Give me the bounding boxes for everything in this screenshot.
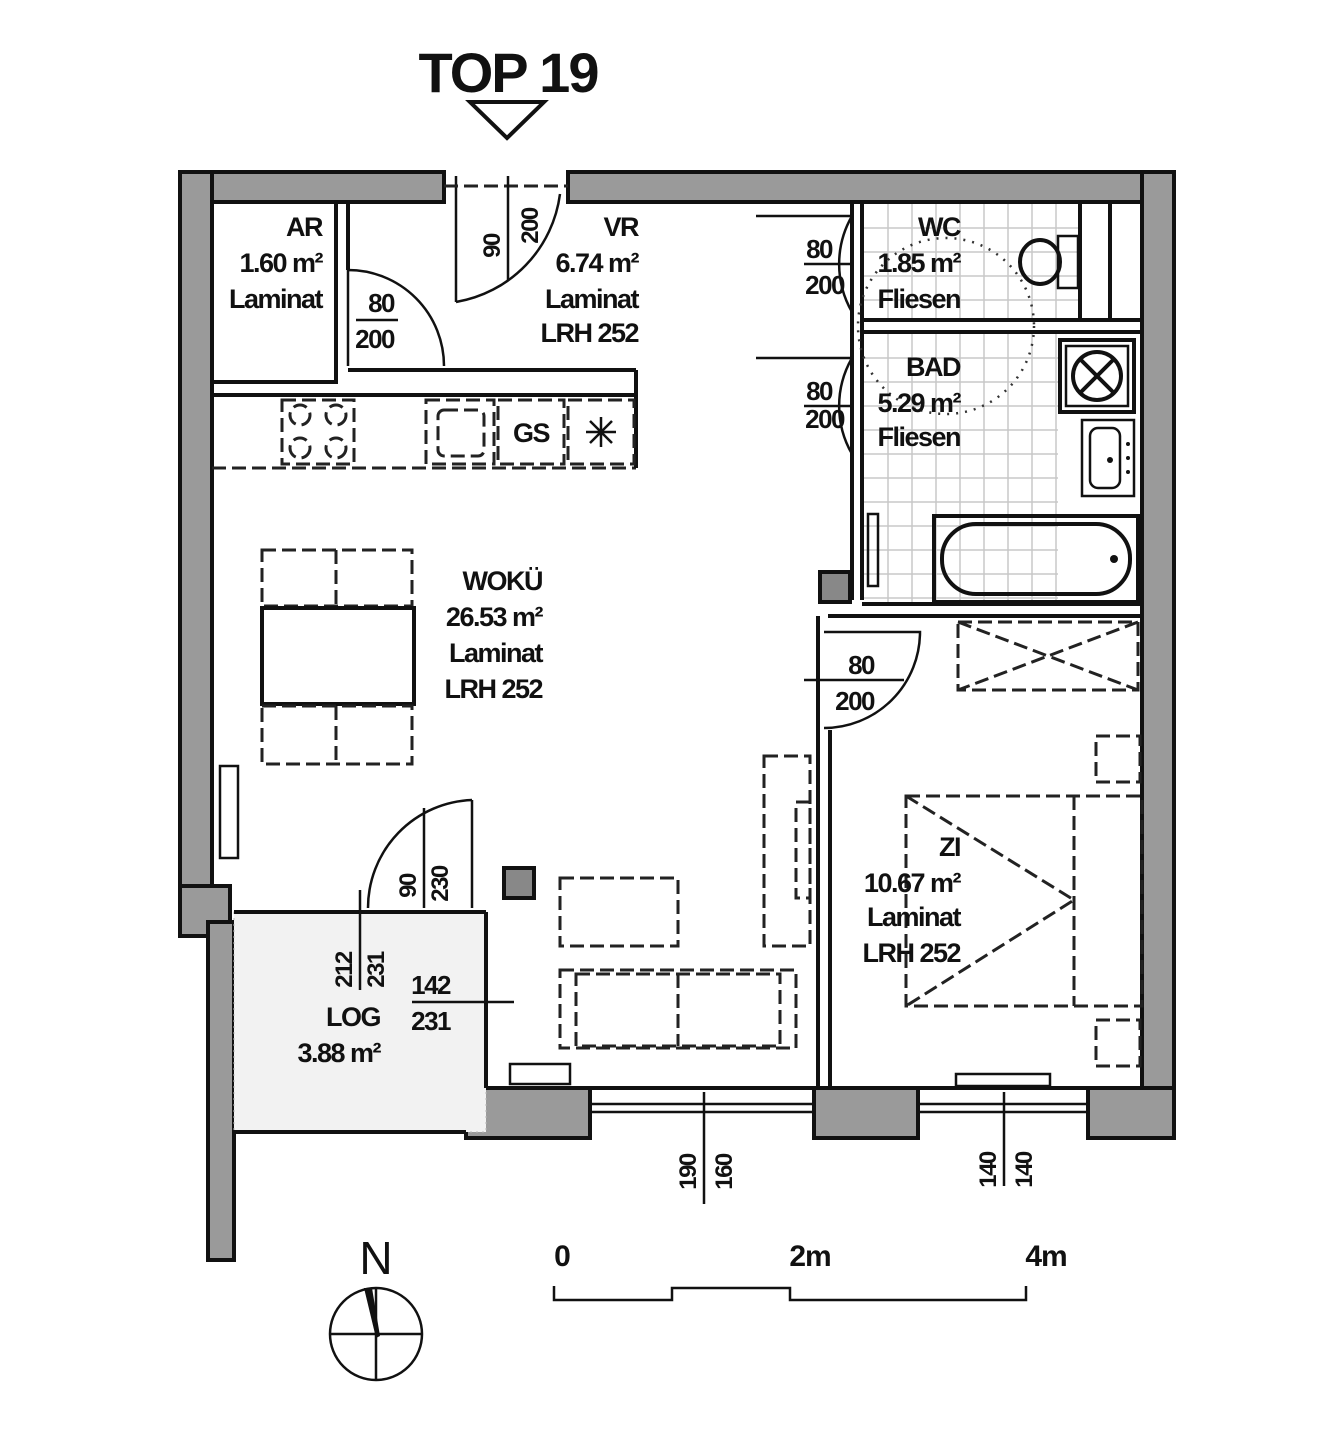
room-zi-name: ZI [939, 832, 960, 862]
wall-right [1140, 170, 1176, 1094]
kitchen-sink-icon [436, 408, 486, 458]
room-ar-area: 1.60 m² [239, 248, 323, 278]
window-zi-width: 140 [975, 1151, 1002, 1188]
wall-top-right [566, 170, 1176, 204]
loggia-door-width: 90 [395, 873, 422, 898]
room-vr-floor: Laminat [545, 284, 640, 314]
room-bad-area: 5.29 m² [877, 388, 961, 418]
loggia-side-width: 212 [331, 951, 358, 988]
room-zi-height: LRH 252 [862, 938, 960, 968]
bath-tiles [864, 204, 1078, 602]
room-wc-name: WC [918, 212, 961, 242]
column-icon [502, 866, 536, 900]
washing-machine-icon [1058, 338, 1136, 414]
dining-table-icon [260, 606, 416, 706]
scale-label-4m: 4m [1025, 1240, 1066, 1273]
zi-door-width: 80 [848, 650, 875, 680]
dishwasher-label: GS [513, 418, 550, 448]
zi-door-height: 200 [835, 686, 875, 716]
scale-bar-line [552, 1286, 1028, 1302]
entrance-marker-icon [465, 100, 549, 141]
sanitary [866, 234, 1140, 604]
outer-walls [178, 170, 1176, 1262]
zi-door-icon [823, 630, 922, 730]
wall-left [178, 170, 214, 890]
room-bad-name: BAD [906, 352, 961, 382]
scale-bar: 0 2m 4m [552, 1240, 1068, 1302]
room-vr-area: 6.74 m² [555, 248, 639, 278]
room-log-name: LOG [326, 1002, 380, 1032]
toilet-icon [1018, 238, 1062, 286]
window-zi-height: 140 [1011, 1151, 1038, 1188]
ar-door-icon [346, 268, 446, 367]
loggia-opening-height: 231 [411, 1006, 451, 1036]
wc-door-width: 80 [806, 234, 833, 264]
wall-loggia-side [206, 920, 236, 1262]
kitchen-counter: GS [212, 395, 638, 470]
room-zi-floor: Laminat [867, 902, 962, 932]
room-wokue-name: WOKÜ [463, 566, 542, 596]
bad-door-width: 80 [806, 376, 833, 406]
bad-door-height: 200 [805, 404, 845, 434]
north-label: N [359, 1232, 392, 1284]
sideboard-icon [762, 754, 812, 948]
bathtub-icon [932, 514, 1140, 604]
ar-door-height: 200 [355, 324, 395, 354]
scale-label-0: 0 [554, 1240, 570, 1273]
loggia-side-height: 231 [363, 951, 390, 988]
unit-title-group: TOP 19 [419, 41, 600, 141]
room-log-area: 3.88 m² [297, 1038, 381, 1068]
room-bad-floor: Fliesen [877, 422, 960, 452]
room-wc-floor: Fliesen [877, 284, 960, 314]
entrance-door-width: 90 [479, 233, 506, 258]
hob-icon [288, 403, 312, 427]
wall-ar [210, 200, 338, 384]
loggia-door-height: 230 [427, 865, 454, 902]
entrance-door-height: 200 [517, 207, 544, 244]
window-living-height: 160 [711, 1153, 738, 1190]
room-vr-name: VR [603, 212, 639, 242]
wardrobe-icon [956, 620, 1140, 692]
north-arrow: N [328, 1232, 424, 1382]
room-ar-floor: Laminat [229, 284, 324, 314]
entrance-door-icon [454, 176, 562, 304]
wall-bottom-2 [812, 1086, 920, 1140]
bed-icon [904, 794, 1144, 1008]
wall-bottom-1 [464, 1086, 592, 1140]
room-zi-area: 10.67 m² [864, 868, 962, 898]
room-wokue-area: 26.53 m² [446, 602, 544, 632]
dimension-labels: 90 200 80 200 80 200 80 200 80 200 90 23… [331, 176, 1038, 1204]
fridge-icon [586, 417, 616, 447]
room-labels: AR 1.60 m² Laminat VR 6.74 m² Laminat LR… [229, 212, 963, 1068]
wc-door-height: 200 [805, 270, 845, 300]
wall-bottom-3 [1086, 1086, 1176, 1140]
unit-title: TOP 19 [419, 41, 599, 104]
furniture [218, 548, 1144, 1088]
sofa-icon [558, 968, 798, 1050]
wash-basin-icon [1080, 418, 1136, 498]
ar-door-width: 80 [368, 288, 395, 318]
room-wc-area: 1.85 m² [877, 248, 961, 278]
scale-label-2m: 2m [789, 1240, 830, 1273]
room-ar-name: AR [286, 212, 323, 242]
loggia-opening-width: 142 [411, 970, 451, 1000]
room-wokue-height: LRH 252 [444, 674, 542, 704]
room-vr-height: LRH 252 [540, 318, 638, 348]
window-living-width: 190 [675, 1153, 702, 1190]
room-wokue-floor: Laminat [449, 638, 544, 668]
nightstand-icon [1094, 734, 1142, 784]
turning-circle-icon [856, 236, 1036, 416]
wall-top-left [178, 170, 446, 204]
loggia-door-icon [366, 798, 474, 909]
shaft-icon [818, 570, 852, 604]
coffee-table-icon [558, 876, 680, 948]
